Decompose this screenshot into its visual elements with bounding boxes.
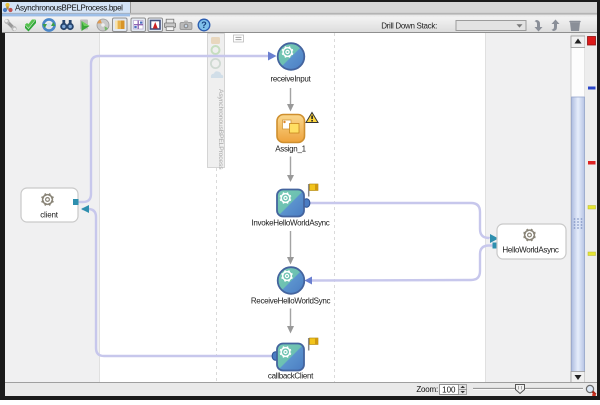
svg-text:AsynchronousBPELProcess.bpel: AsynchronousBPELProcess.bpel (15, 4, 123, 13)
svg-text:client: client (40, 211, 58, 220)
svg-text:AsynchronousBPELProcess: AsynchronousBPELProcess (217, 89, 224, 170)
svg-text:?: ? (201, 20, 207, 30)
svg-text:InvokeHelloWorldAsync: InvokeHelloWorldAsync (251, 219, 329, 228)
svg-text:HelloWorldAsync: HelloWorldAsync (502, 246, 559, 255)
svg-text:Drill Down Stack:: Drill Down Stack: (381, 22, 437, 31)
svg-text:100: 100 (442, 385, 456, 394)
svg-text:Assign_1: Assign_1 (275, 145, 306, 154)
svg-text:ReceiveHelloWorldSync: ReceiveHelloWorldSync (251, 297, 331, 306)
svg-text:receiveInput: receiveInput (271, 75, 312, 84)
svg-text:Zoom:: Zoom: (416, 385, 438, 394)
svg-text:callbackClient: callbackClient (268, 372, 314, 381)
